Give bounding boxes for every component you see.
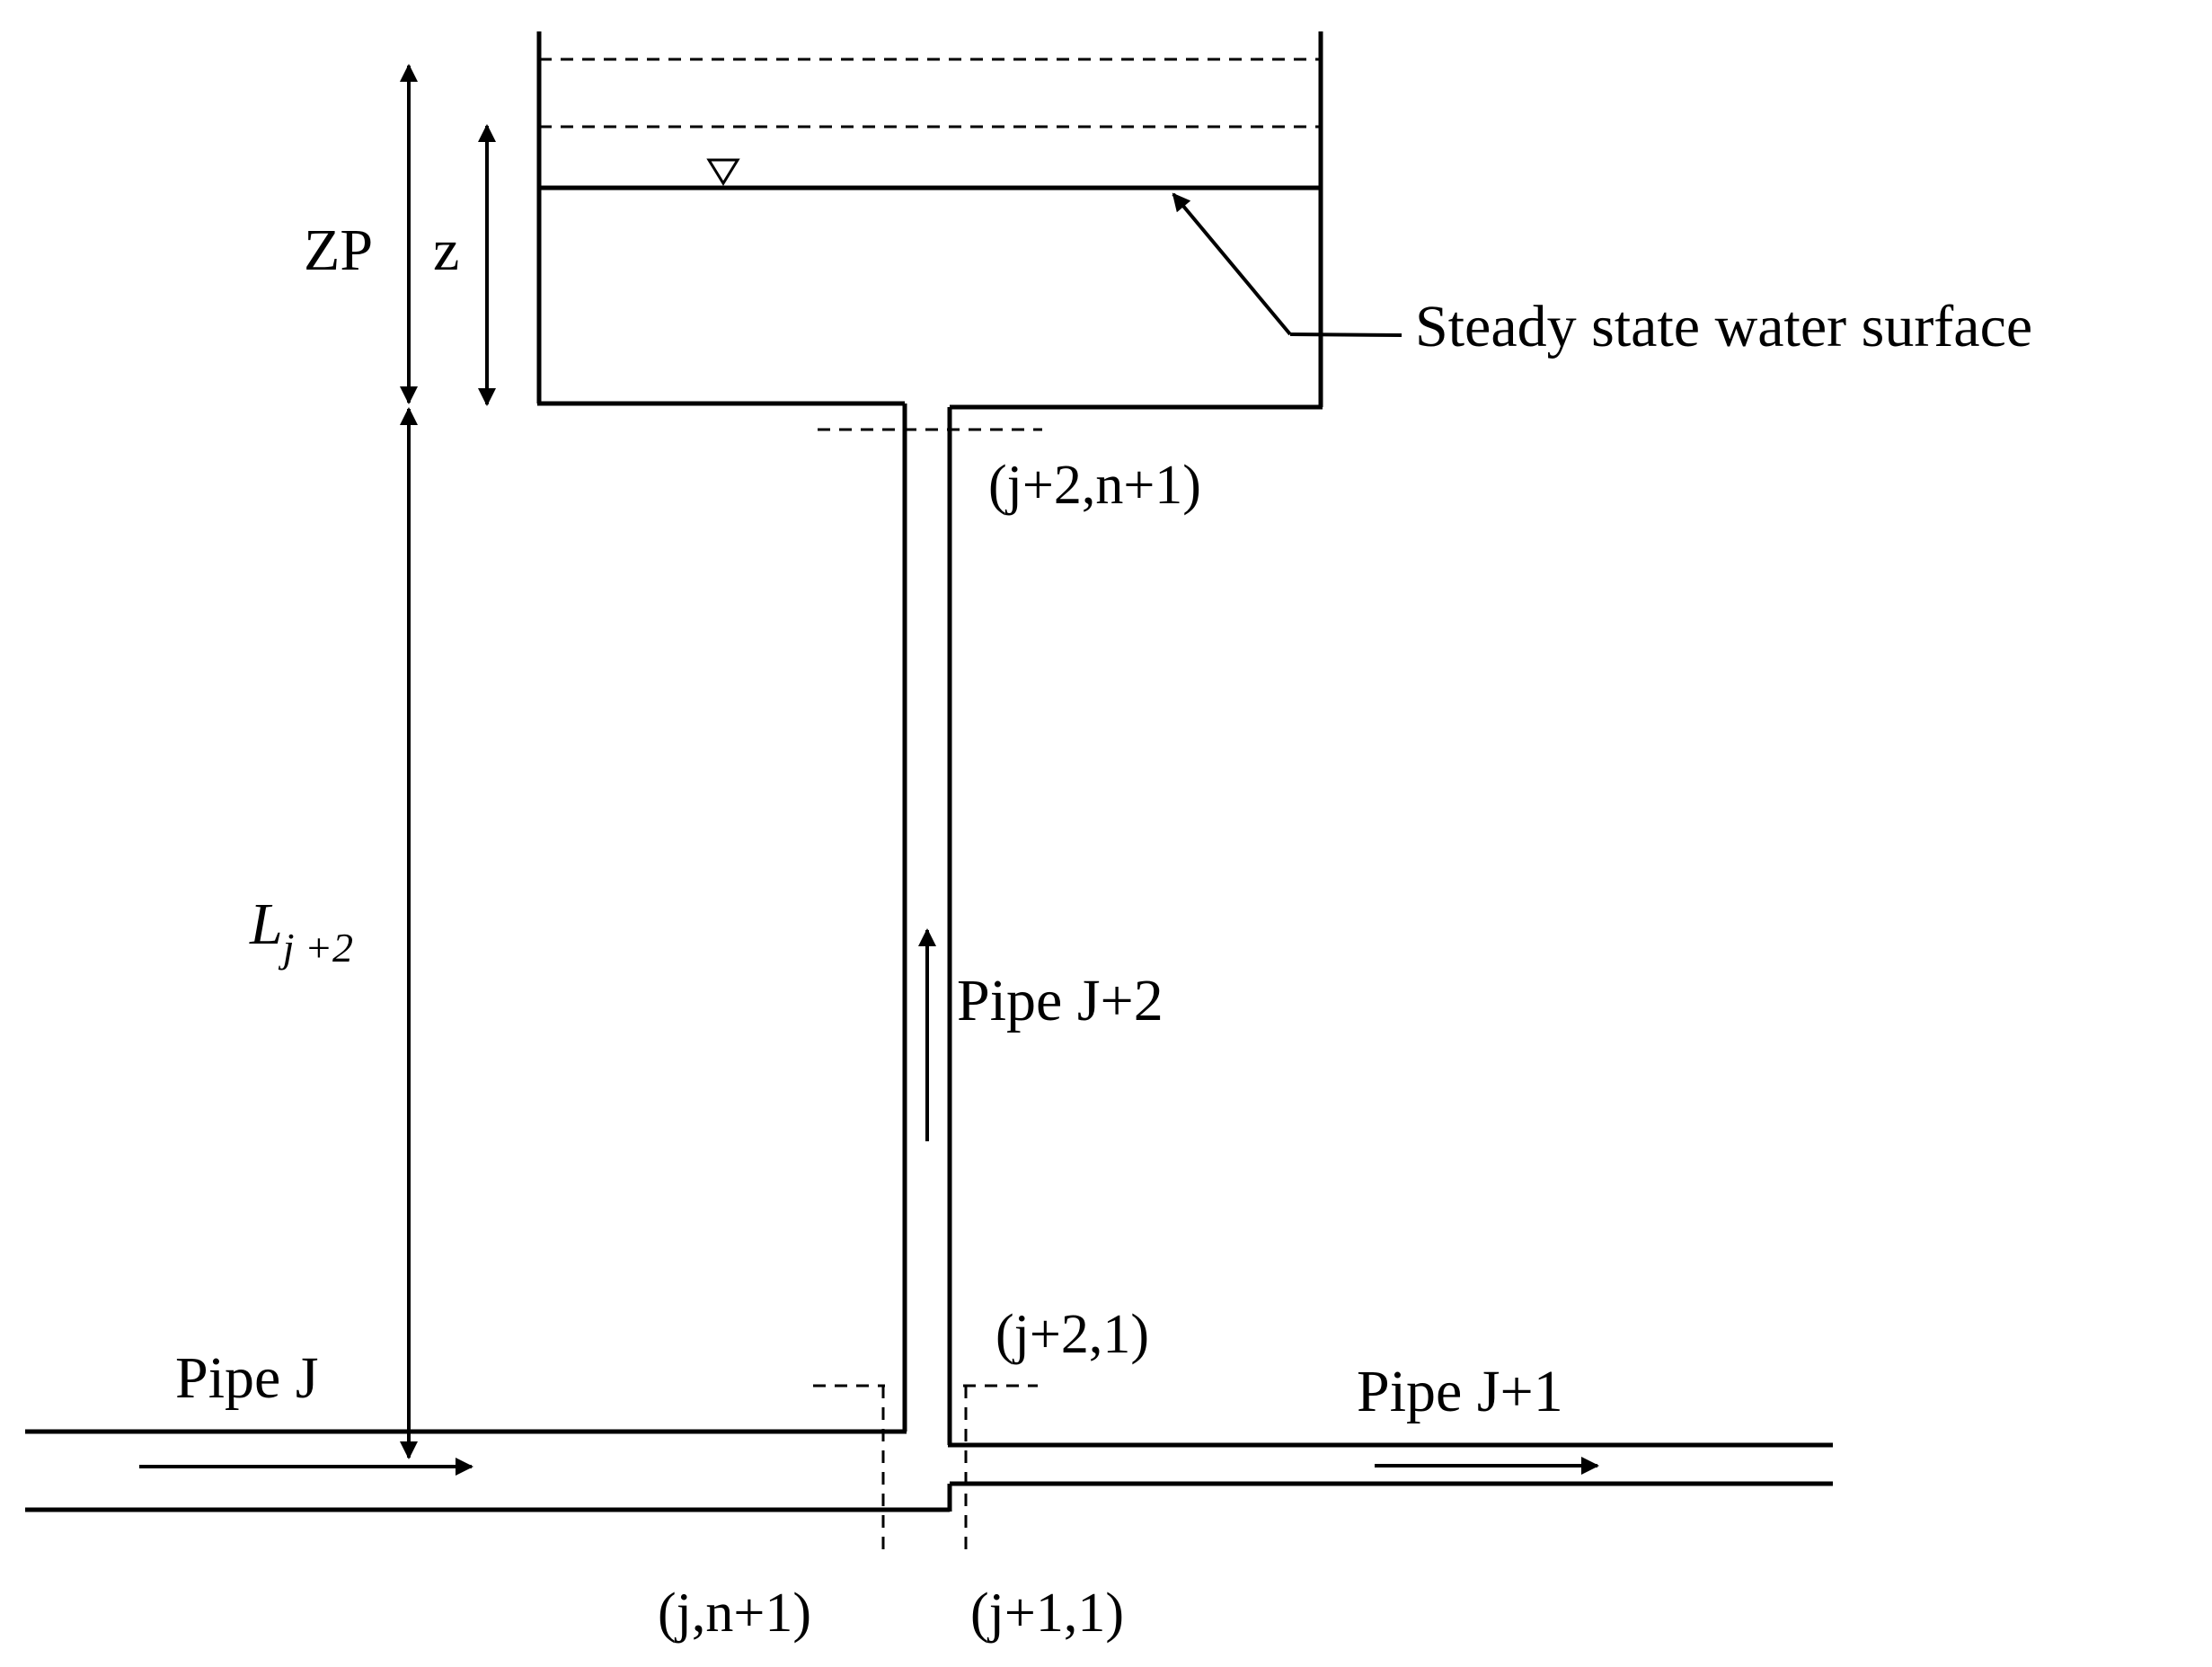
- riser-pipe-label: Pipe J+2: [957, 968, 1164, 1033]
- length-label-main: L: [249, 891, 283, 957]
- steady-surface-leader: [1172, 192, 1402, 337]
- node-pipe-j1-start-label: (j+1,1): [970, 1583, 1124, 1644]
- node-riser-bottom-label: (j+2,1): [995, 1304, 1149, 1365]
- pipe-j-label: Pipe J: [175, 1345, 319, 1411]
- pipe-j1: [947, 1442, 1833, 1512]
- riser-pipe: [902, 403, 952, 1445]
- node-pipe-j-end-label: (j,n+1): [658, 1583, 811, 1644]
- node-top-label: (j+2,n+1): [988, 455, 1201, 516]
- z-label: z: [433, 217, 459, 283]
- zp-label: ZP: [304, 217, 373, 283]
- junction-sections: [813, 1384, 1038, 1555]
- surge-tank: [536, 31, 1323, 410]
- steady-surface-label: Steady state water surface: [1415, 294, 2032, 359]
- water-level-triangle-icon: [706, 158, 740, 186]
- length-label-subscript: j +2: [279, 925, 353, 971]
- length-label: Lj +2: [249, 891, 353, 971]
- pipe-j1-label: Pipe J+1: [1357, 1359, 1563, 1424]
- pipe-j: [25, 1429, 950, 1512]
